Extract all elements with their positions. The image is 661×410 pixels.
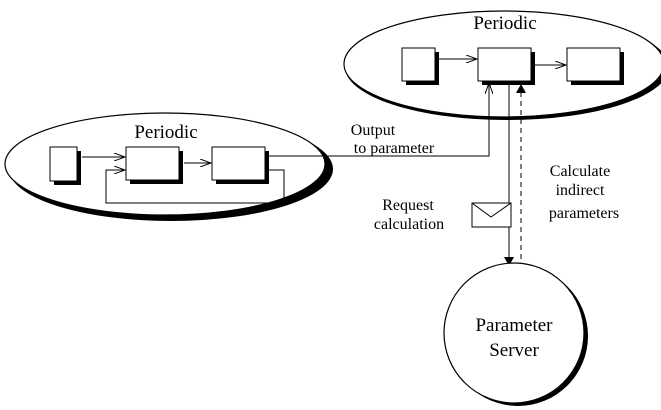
left-feedback-loop <box>105 170 285 204</box>
server-label-line2: Server <box>489 340 539 361</box>
top-box-2 <box>477 47 532 82</box>
periodic-left-group: Periodic <box>4 112 333 221</box>
calc-label-line3: parameters <box>549 205 619 222</box>
left-box-1 <box>49 146 78 182</box>
output-label-line1: Output <box>351 122 396 139</box>
periodic-top-label: Periodic <box>473 13 536 34</box>
left-box-2 <box>125 146 180 181</box>
top-box-1 <box>401 47 436 82</box>
parameter-server-circle <box>443 262 585 404</box>
top-box-3 <box>566 47 621 82</box>
output-label-line2: to parameter <box>354 140 435 157</box>
calc-label-line2: indirect <box>556 182 605 199</box>
output-to-parameter-arrow <box>265 83 489 157</box>
periodic-left-label: Periodic <box>134 122 197 143</box>
server-label-line1: Parameter <box>475 315 553 336</box>
request-label-line1: Request <box>382 197 434 214</box>
parameter-server: Parameter Server <box>443 262 588 406</box>
envelope-icon <box>471 202 512 228</box>
request-label-line2: calculation <box>374 216 444 233</box>
periodic-top-group: Periodic <box>343 10 661 120</box>
calc-label-line1: Calculate <box>550 163 610 180</box>
left-box-3 <box>211 146 266 181</box>
